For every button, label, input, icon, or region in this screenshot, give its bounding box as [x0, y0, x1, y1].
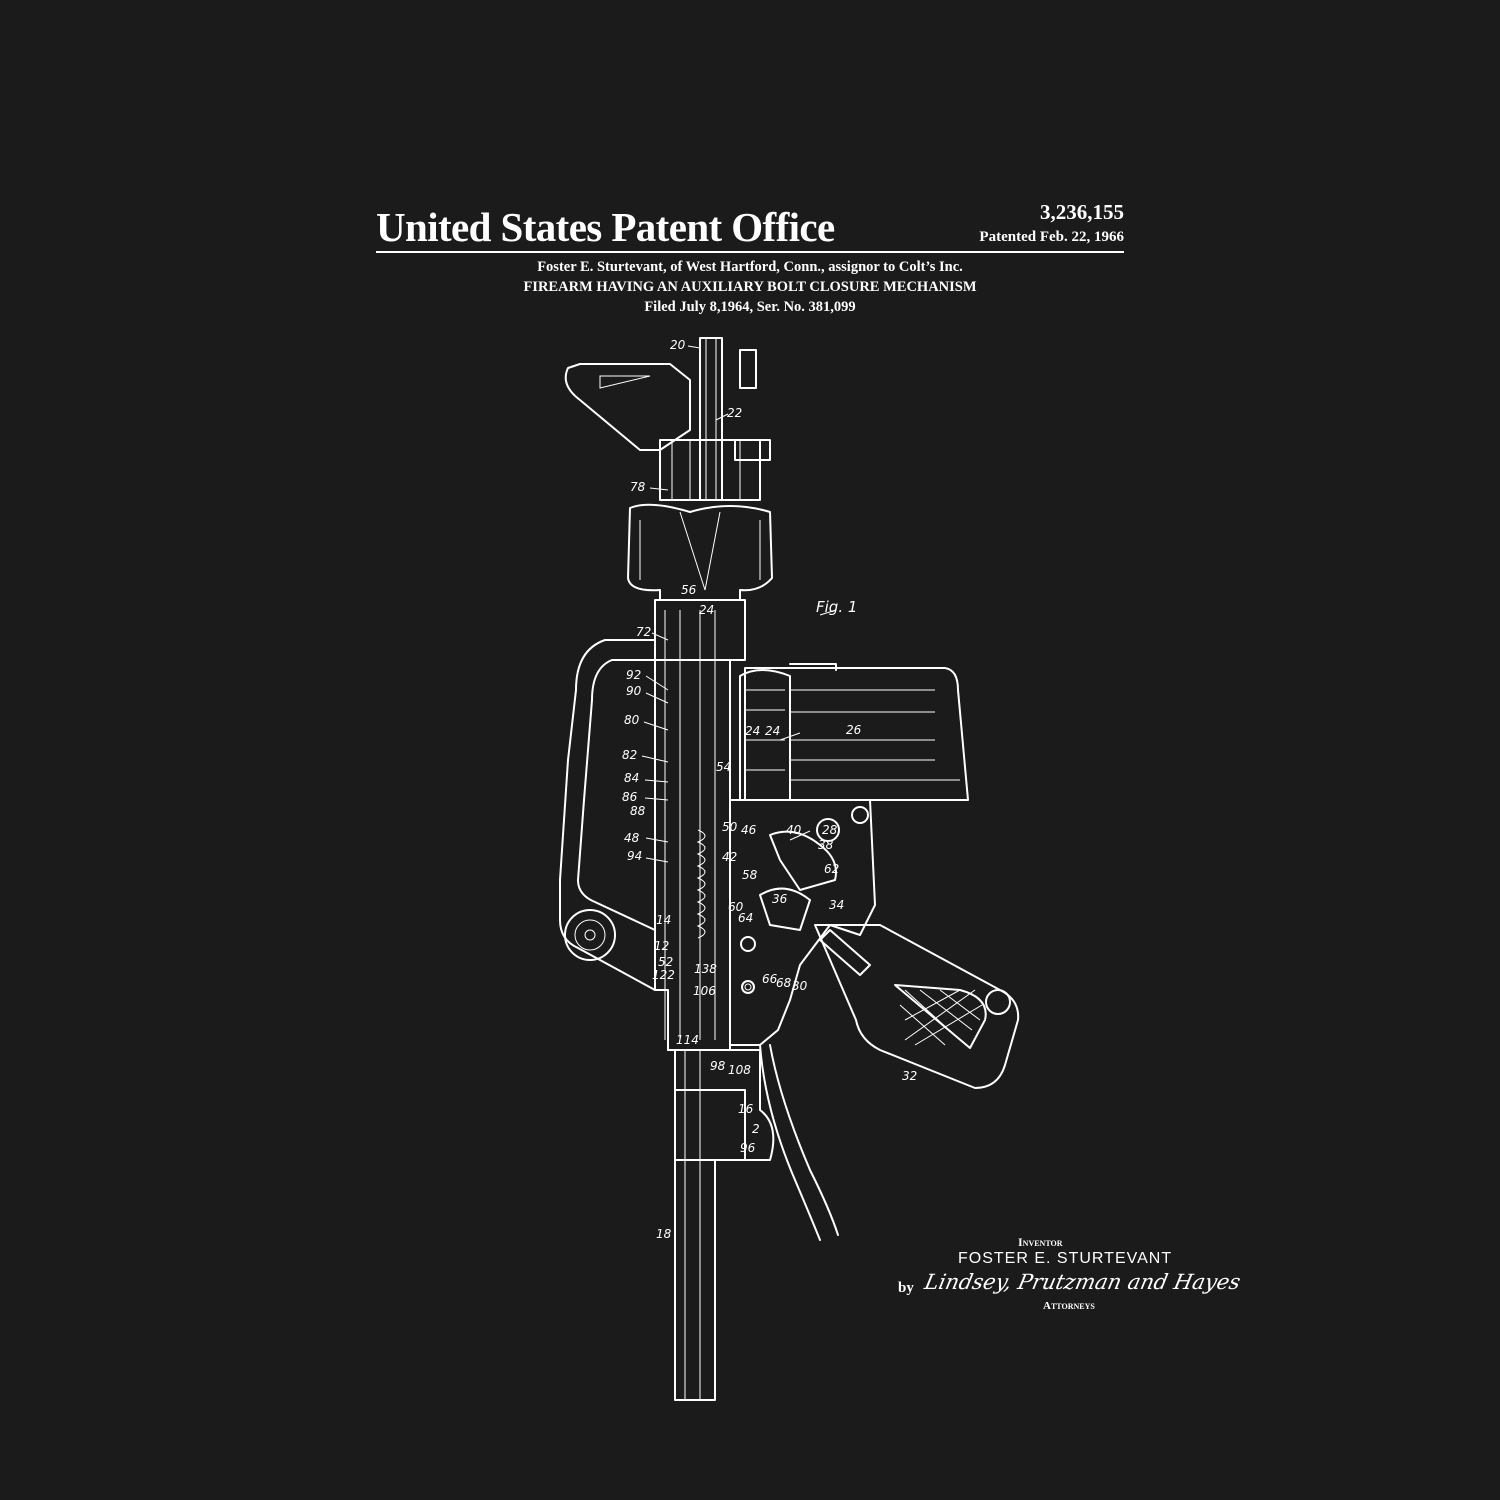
ref-label: 52	[658, 955, 673, 969]
ref-label: 46	[741, 823, 757, 837]
attorneys-signature: Lindsey, Prutzman and Hayes	[922, 1270, 1243, 1294]
ref-label: 48	[624, 831, 640, 845]
ref-label: 122	[652, 968, 675, 982]
ref-label: 138	[694, 962, 717, 976]
patent-office-title: United States Patent Office	[376, 204, 835, 250]
ref-label: 86	[622, 790, 638, 804]
ref-label: 92	[626, 668, 641, 682]
ref-label: 20	[670, 338, 686, 352]
front-sight-assembly	[564, 337, 771, 501]
filing-line: Filed July 8,1964, Ser. No. 381,099	[644, 299, 856, 315]
ref-label: 34	[829, 898, 844, 912]
patent-number: 3,236,155	[1040, 200, 1124, 224]
ref-label: 114	[676, 1033, 699, 1047]
patented-date: Patented Feb. 22, 1966	[979, 229, 1124, 245]
ref-label: 54	[716, 760, 731, 774]
inventor-line: Foster E. Sturtevant, of West Hartford, …	[537, 259, 963, 275]
attorneys-caption: Attorneys	[1043, 1300, 1095, 1312]
ref-label: 12	[654, 939, 669, 953]
ref-label: 18	[656, 1227, 672, 1241]
ref-label: 108	[728, 1063, 751, 1077]
invention-title: FIREARM HAVING AN AUXILIARY BOLT CLOSURE…	[523, 279, 977, 295]
reference-leaders	[641, 345, 837, 863]
ref-label: 84	[624, 771, 639, 785]
ref-label: 90	[626, 684, 642, 698]
ref-label: 50	[722, 820, 738, 834]
ref-label: 106	[693, 984, 716, 998]
ref-label: 80	[624, 713, 640, 727]
ref-label: 24	[745, 724, 760, 738]
buffer-tube	[667, 1049, 775, 1401]
figure-caption: Fig. 1	[816, 598, 857, 616]
ref-label: 60	[728, 900, 744, 914]
ref-label: 94	[627, 849, 642, 863]
ref-label: 40	[786, 823, 802, 837]
ref-label: 32	[902, 1069, 917, 1083]
ref-label: 24	[699, 603, 714, 617]
ref-label: 66	[762, 972, 778, 986]
carry-handle	[559, 639, 656, 991]
pistol-grip	[814, 924, 1020, 1089]
ref-label: 30	[792, 979, 808, 993]
ref-label: 82	[622, 748, 637, 762]
ref-label: 78	[630, 480, 646, 494]
magazine	[739, 663, 969, 801]
ref-label: 68	[776, 976, 792, 990]
ref-label: 72	[636, 625, 651, 639]
ref-label: 88	[630, 804, 646, 818]
trigger-group	[729, 799, 876, 1046]
ref-label: 42	[722, 850, 737, 864]
ref-label: 24	[765, 724, 780, 738]
ref-label: 38	[818, 838, 834, 852]
ref-label: 16	[738, 1102, 754, 1116]
ref-label: 14	[656, 913, 671, 927]
ref-label: 58	[742, 868, 758, 882]
ref-label: 36	[772, 892, 788, 906]
ref-label: 56	[681, 583, 697, 597]
ref-label: 62	[824, 862, 839, 876]
ref-label: 64	[738, 911, 753, 925]
by-label: by	[898, 1280, 914, 1296]
ref-label: 98	[710, 1059, 726, 1073]
ref-label: 26	[846, 723, 862, 737]
reference-numerals: 20 22 78 56 24 72 92 90 80 82 84 86 88 4…	[622, 338, 917, 1241]
ref-label: 96	[740, 1141, 756, 1155]
handguard	[627, 503, 773, 601]
header-rule	[376, 251, 1124, 253]
ref-label: 2	[752, 1122, 760, 1136]
inventor-name: FOSTER E. STURTEVANT	[958, 1250, 1173, 1267]
trigger-guard	[759, 1044, 839, 1241]
inventor-caption: Inventor	[1018, 1235, 1063, 1249]
ref-label: 22	[727, 406, 742, 420]
ref-label: 28	[822, 823, 838, 837]
